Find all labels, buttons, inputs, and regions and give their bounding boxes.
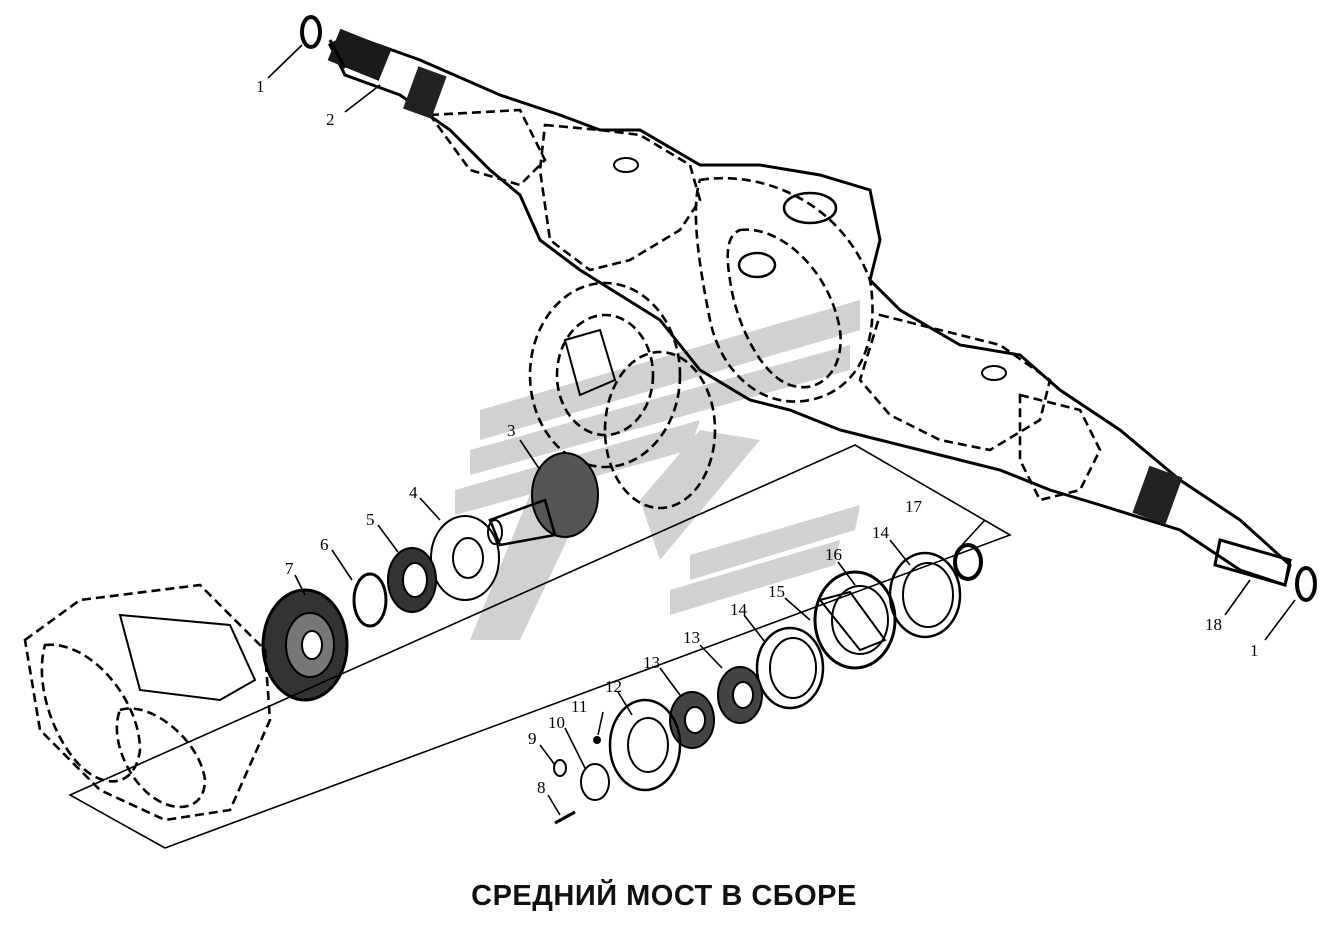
callout-3: 3 bbox=[507, 421, 516, 440]
callout-2: 2 bbox=[326, 110, 335, 129]
callout-8: 8 bbox=[537, 778, 546, 797]
diagram-title: СРЕДНИЙ МОСТ В СБОРЕ bbox=[471, 880, 857, 912]
bearing-cup-16 bbox=[813, 570, 897, 670]
spur-gear bbox=[261, 588, 349, 702]
gasket-14-upper bbox=[888, 551, 962, 639]
assembly-outline-left bbox=[68, 444, 1012, 849]
seal-ring-left bbox=[300, 15, 322, 49]
callout-14-upper: 14 bbox=[872, 523, 890, 542]
callout-15: 15 bbox=[768, 582, 785, 601]
right-axle-shaft bbox=[1213, 538, 1292, 587]
gasket-14-lower bbox=[755, 626, 825, 710]
callout-4: 4 bbox=[409, 483, 418, 502]
callout-12: 12 bbox=[605, 677, 622, 696]
callout-5: 5 bbox=[366, 510, 375, 529]
leader-lines bbox=[267, 44, 1296, 816]
callout-6: 6 bbox=[320, 535, 329, 554]
axle-housing bbox=[327, 33, 1292, 587]
callout-9: 9 bbox=[528, 729, 537, 748]
callout-13-upper: 13 bbox=[683, 628, 700, 647]
bearing bbox=[387, 547, 437, 613]
callout-18: 18 bbox=[1205, 615, 1222, 634]
bevel-gear bbox=[487, 452, 599, 547]
cover-plate-12 bbox=[608, 698, 682, 792]
callout-11: 11 bbox=[571, 697, 587, 716]
seal-ring-right bbox=[1295, 566, 1317, 602]
bearing-13-lower bbox=[669, 691, 715, 749]
callout-1-left: 1 bbox=[256, 77, 265, 96]
bearing-13-upper bbox=[717, 666, 763, 724]
thrust-washer bbox=[430, 515, 500, 601]
callout-14-lower: 14 bbox=[730, 600, 748, 619]
seal-17 bbox=[953, 543, 983, 581]
snap-ring bbox=[352, 572, 388, 628]
bearing-cage-15 bbox=[818, 590, 887, 652]
small-parts bbox=[553, 736, 601, 825]
part-callouts: 1 2 3 4 5 6 7 8 9 10 11 12 13 13 14 14 1… bbox=[256, 77, 1259, 797]
callout-1-right: 1 bbox=[1250, 641, 1259, 660]
callout-7: 7 bbox=[285, 559, 294, 578]
callout-13-lower: 13 bbox=[643, 653, 660, 672]
callout-16: 16 bbox=[825, 545, 842, 564]
callout-17: 17 bbox=[905, 497, 923, 516]
differential-flange bbox=[528, 281, 717, 510]
gear-housing bbox=[23, 583, 272, 822]
lock-plate-10 bbox=[580, 763, 610, 801]
left-axle-shaft bbox=[327, 28, 392, 81]
callout-10: 10 bbox=[548, 713, 565, 732]
